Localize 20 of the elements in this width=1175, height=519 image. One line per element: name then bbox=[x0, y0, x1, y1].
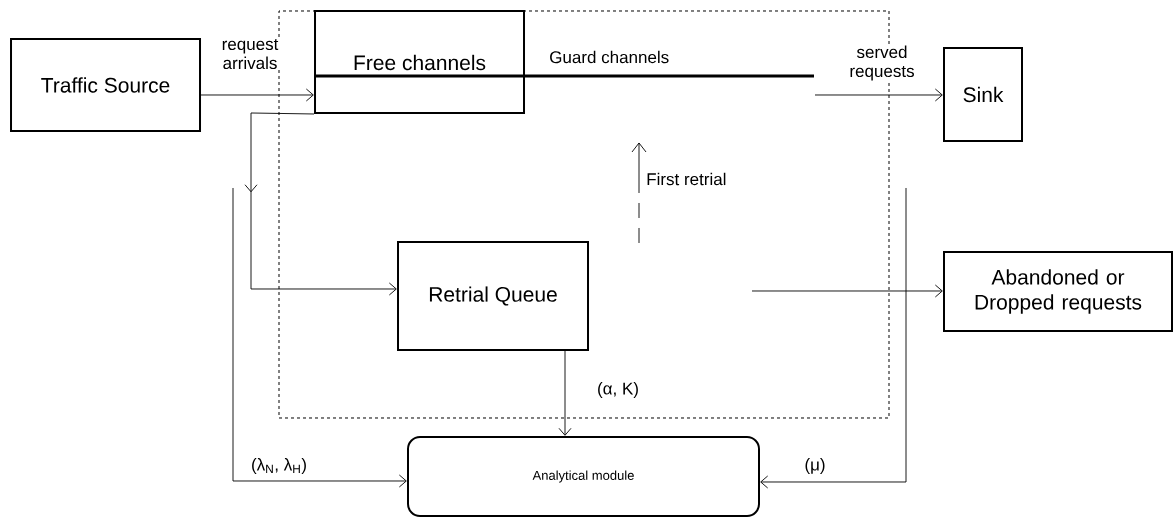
arrow bbox=[814, 88, 943, 102]
arrow bbox=[244, 112, 397, 296]
arrow bbox=[232, 187, 407, 488]
edge-label: served requests bbox=[841, 44, 923, 82]
module-box: Analytical module bbox=[407, 436, 760, 517]
edge-label: (α, K) bbox=[596, 381, 640, 399]
sink-box: Sink bbox=[943, 47, 1023, 142]
output-box: Abandoned or Dropped requests bbox=[943, 251, 1173, 332]
edge-label: request arrivals bbox=[211, 37, 289, 71]
edge-label: (λ$_{N}$, λ$_{H}$) bbox=[250, 457, 308, 475]
channel-label: Guard channels bbox=[550, 50, 669, 64]
arrow-label: First retrial bbox=[647, 172, 726, 186]
edge-label: (μ) bbox=[803, 457, 827, 475]
arrow bbox=[751, 284, 943, 298]
queue-box: Retrial Queue bbox=[397, 241, 589, 351]
arrow bbox=[558, 350, 572, 436]
channel-box: Free channels bbox=[314, 10, 525, 114]
arrow bbox=[200, 88, 314, 102]
arrow bbox=[760, 187, 907, 489]
source-box: Traffic Source bbox=[10, 38, 201, 132]
